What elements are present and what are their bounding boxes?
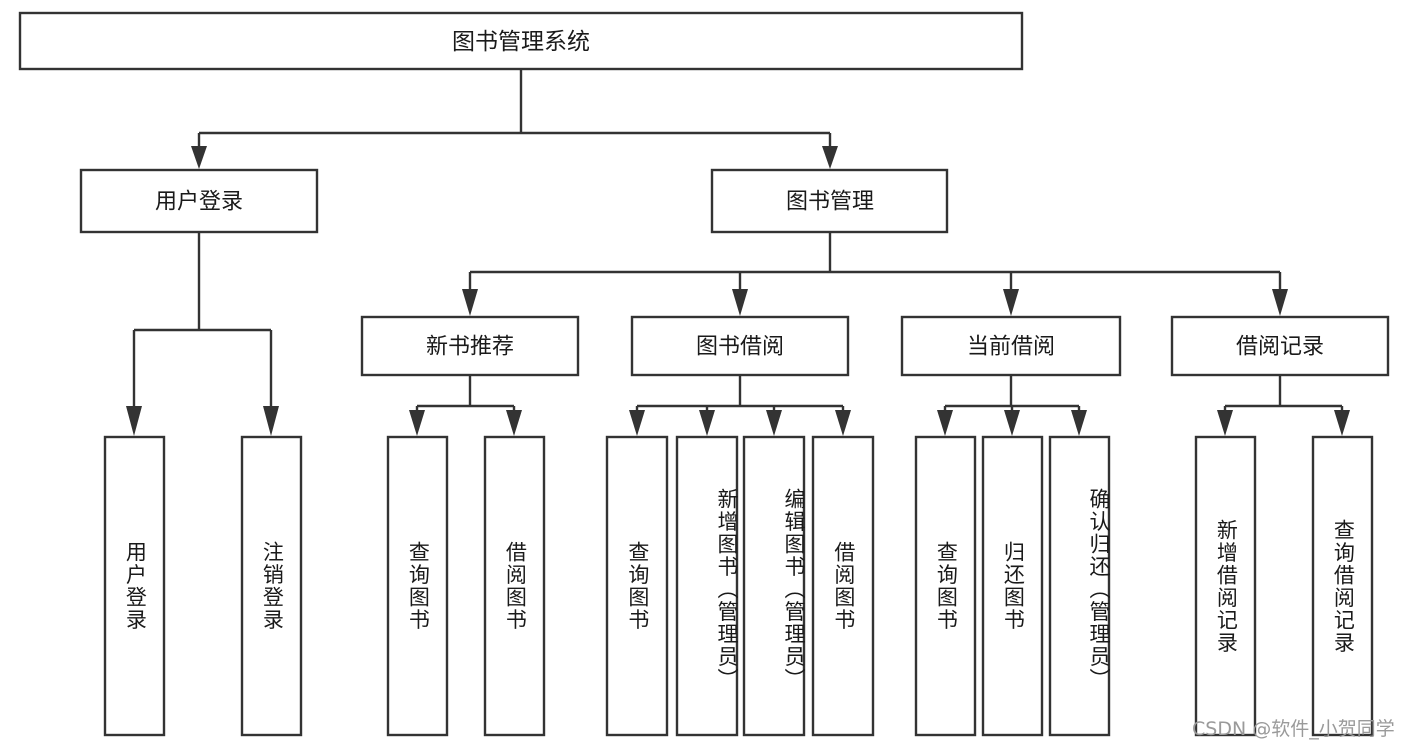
node-box-leaf-borrow-book-recommend[interactable] [483,435,546,737]
arrow-head-leaf-query-book-current [937,410,953,436]
node-label-new-book-recommend: 新书推荐 [426,335,514,360]
node-label-borrow-record: 借阅记录 [1236,335,1324,360]
node-label-current-borrow: 当前借阅 [967,335,1055,360]
arrow-head-leaf-query-book-borrow [629,410,645,436]
node-box-borrow-record[interactable] [1170,315,1390,377]
node-box-root[interactable] [18,11,1024,71]
node-label-book-borrow: 图书借阅 [696,335,784,360]
arrow-head-leaf-borrow-book [835,410,851,436]
arrow-head-current-borrow [1003,289,1019,316]
node-box-leaf-query-book-current[interactable] [914,435,977,737]
node-box-leaf-logout-login[interactable] [240,435,303,737]
node-box-leaf-add-borrow-record[interactable] [1194,435,1257,737]
node-box-new-book-recommend[interactable] [360,315,580,377]
node-label-book-management: 图书管理 [786,190,874,215]
node-label-root: 图书管理系统 [452,29,590,55]
csdn-watermark: CSDN @软件_小贺同学 [1192,718,1395,740]
arrow-head-leaf-logout-login [263,406,279,436]
arrow-head-borrow-record [1272,289,1288,316]
arrow-head-user-login [191,146,207,169]
connector-group-new-book-recommend [409,375,522,436]
arrow-head-leaf-query-borrow-record [1334,410,1350,436]
arrow-head-book-borrow [732,289,748,316]
node-box-book-borrow[interactable] [630,315,850,377]
connector-group-root [191,69,838,169]
node-box-leaf-edit-book-admin[interactable] [742,435,806,737]
arrow-head-leaf-return-book [1004,410,1020,436]
arrow-head-leaf-user-login [126,406,142,436]
node-box-book-management[interactable] [710,168,949,234]
node-box-leaf-user-login[interactable] [103,435,166,737]
connector-group-user-login [126,232,279,436]
node-label-user-login: 用户登录 [155,190,243,215]
arrow-head-leaf-add-borrow-record [1217,410,1233,436]
node-box-leaf-confirm-return-admin[interactable] [1048,435,1111,737]
arrow-head-book-management [822,146,838,169]
node-box-leaf-add-book-admin[interactable] [675,435,739,737]
arrow-head-leaf-borrow-book-recommend [506,410,522,436]
node-box-leaf-return-book[interactable] [981,435,1044,737]
connector-group-book-management [462,232,1288,316]
arrow-head-new-book-recommend [462,289,478,316]
node-box-leaf-query-book-borrow[interactable] [605,435,669,737]
arrow-head-leaf-confirm-return-admin [1071,410,1087,436]
connector-group-book-borrow [629,375,851,436]
connector-group-current-borrow [937,375,1087,436]
node-box-current-borrow[interactable] [900,315,1122,377]
connector-group-borrow-record [1217,375,1350,436]
arrow-head-leaf-add-book-admin [699,410,715,436]
node-box-leaf-borrow-book[interactable] [811,435,875,737]
node-box-leaf-query-book-recommend[interactable] [386,435,449,737]
node-box-leaf-query-borrow-record[interactable] [1311,435,1374,737]
arrow-head-leaf-query-book-recommend [409,410,425,436]
node-box-user-login[interactable] [79,168,319,234]
arrow-head-leaf-edit-book-admin [766,410,782,436]
